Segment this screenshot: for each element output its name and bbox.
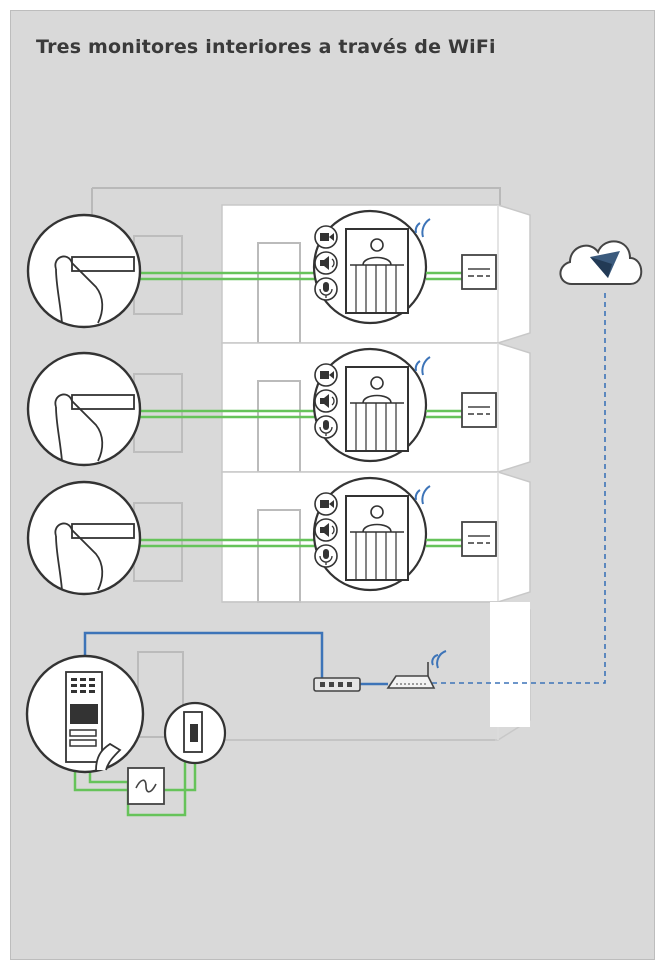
outdoor-intercom-panel-icon bbox=[25, 654, 145, 774]
speaker-icon bbox=[314, 251, 338, 275]
monitor-screen bbox=[345, 228, 409, 314]
speaker-icon bbox=[314, 518, 338, 542]
floor-bottom bbox=[26, 471, 531, 603]
outdoor-station bbox=[25, 651, 227, 817]
indoor-monitor bbox=[312, 476, 431, 592]
microphone-icon bbox=[314, 544, 338, 568]
wifi-signal-icon bbox=[414, 485, 431, 505]
entrance-door bbox=[133, 235, 183, 315]
cloud-service-icon bbox=[559, 240, 643, 285]
monitor-power-supply-icon bbox=[461, 254, 497, 290]
microphone-icon bbox=[314, 415, 338, 439]
wifi-signal-icon bbox=[414, 356, 431, 376]
wifi-router-icon bbox=[386, 650, 447, 689]
microphone-icon bbox=[314, 277, 338, 301]
monitor-power-supply-icon bbox=[461, 392, 497, 428]
network-wiring bbox=[83, 292, 606, 686]
entrance-door bbox=[133, 373, 183, 453]
hand-press-doorbell-icon bbox=[26, 213, 142, 329]
cloud-dashed-link bbox=[432, 292, 606, 684]
floors bbox=[26, 204, 531, 741]
camera-icon bbox=[314, 225, 338, 249]
camera-icon bbox=[314, 363, 338, 387]
monitor-screen bbox=[345, 366, 409, 452]
person-icon bbox=[362, 376, 392, 404]
network-switch-icon bbox=[313, 677, 361, 692]
indoor-monitor bbox=[312, 347, 431, 463]
camera-icon bbox=[314, 492, 338, 516]
ground-floor-room bbox=[222, 601, 531, 741]
hand-press-doorbell-icon bbox=[26, 351, 142, 467]
hand-press-doorbell-icon bbox=[26, 480, 142, 596]
power-supply-icon bbox=[127, 767, 165, 805]
entrance-door bbox=[133, 502, 183, 582]
person-icon bbox=[362, 505, 392, 533]
monitor-screen bbox=[345, 495, 409, 581]
floor-middle bbox=[26, 342, 531, 473]
person-icon bbox=[362, 238, 392, 266]
wifi-signal-icon bbox=[414, 218, 431, 238]
speaker-icon bbox=[314, 389, 338, 413]
diagram-title: Tres monitores interiores a través de Wi… bbox=[36, 36, 496, 58]
indoor-monitor bbox=[312, 209, 431, 325]
door-lock-icon bbox=[163, 701, 227, 765]
ground-floor-wall bbox=[490, 602, 530, 727]
monitor-power-supply-icon bbox=[461, 521, 497, 557]
floor-top bbox=[26, 204, 531, 344]
blue-cable bbox=[83, 631, 324, 683]
